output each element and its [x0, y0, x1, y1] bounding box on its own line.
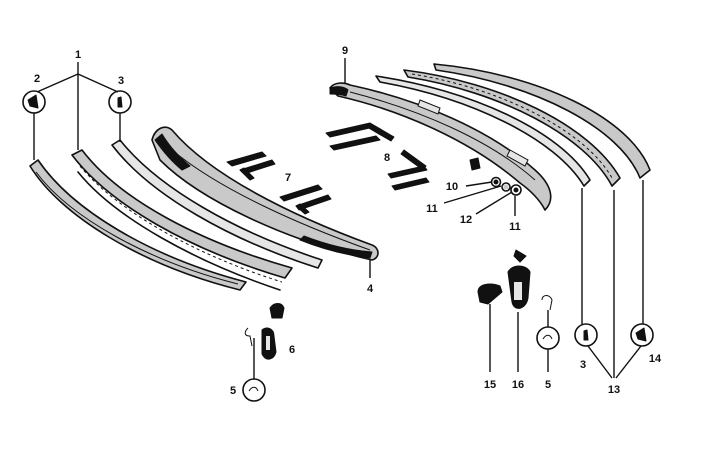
- part-6-clips: [244, 303, 285, 360]
- label-5-left: 5: [230, 385, 236, 397]
- label-6: 6: [289, 344, 295, 356]
- label-15: 15: [484, 379, 496, 391]
- label-12: 12: [460, 214, 472, 226]
- part-7-mounting-brackets: [226, 151, 332, 215]
- label-14: 14: [649, 353, 662, 365]
- label-11-left: 11: [426, 203, 438, 215]
- leader-lines: [33, 58, 644, 379]
- label-7: 7: [285, 172, 291, 184]
- part-13-rear-blade-with-strip: [403, 69, 621, 187]
- detail-circle-3-rear: [574, 323, 598, 347]
- label-3-rear: 3: [580, 359, 586, 371]
- detail-circle-5-left: [242, 378, 266, 402]
- part-3-bumper-trim-blade: [111, 139, 323, 269]
- label-13: 13: [608, 384, 620, 396]
- detail-circle-5-right: [536, 326, 560, 350]
- label-10: 10: [446, 181, 458, 193]
- label-3-front: 3: [118, 75, 124, 87]
- label-16: 16: [512, 379, 524, 391]
- label-8: 8: [384, 152, 390, 164]
- part-1-bumper-blade-with-strip: [71, 149, 293, 291]
- label-2: 2: [34, 73, 40, 85]
- label-1: 1: [75, 49, 81, 61]
- part-1-outer-bumper-blade: [29, 159, 247, 291]
- label-5-right: 5: [545, 379, 551, 391]
- part-3-rear-trim-blade: [375, 75, 591, 187]
- rear-wire-hook: [541, 295, 553, 311]
- label-4: 4: [367, 283, 374, 295]
- part-9-rear-bumper-bar: [329, 82, 552, 211]
- label-11-right: 11: [509, 221, 521, 233]
- detail-circle-2: [22, 90, 46, 114]
- part-16-clip: [507, 249, 531, 309]
- detail-circle-14: [630, 323, 654, 347]
- detail-circle-3-front: [108, 90, 132, 114]
- label-9: 9: [342, 45, 348, 57]
- part-15-clip: [477, 283, 503, 305]
- rear-hardware: [469, 157, 522, 196]
- part-4-front-bumper-bar: [151, 126, 379, 261]
- part-8-mounting-brackets: [325, 122, 430, 191]
- part-labels: 1 2 3 4 5 6 7 8 9 10 11 11 12 3 13 14 15…: [34, 45, 662, 397]
- part-14-rear-outer-blade: [433, 63, 651, 179]
